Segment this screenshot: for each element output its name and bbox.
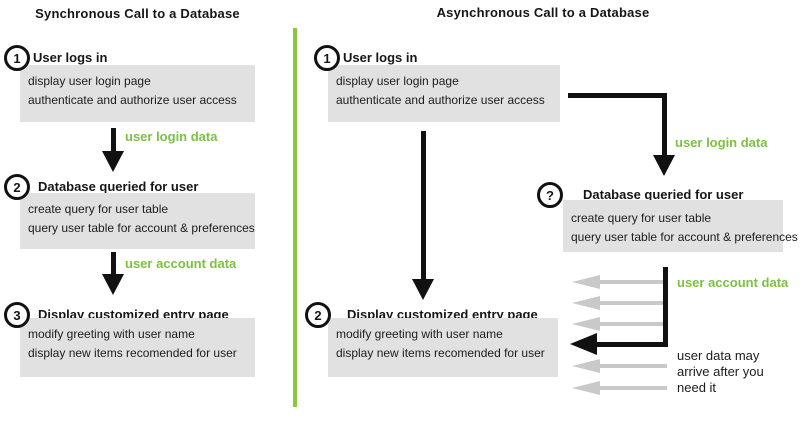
- left-step3-number: 3: [13, 307, 21, 323]
- right-step1-box: display user login page authenticate and…: [328, 65, 560, 122]
- right-step2-number: 2: [314, 307, 322, 323]
- left-step1-circle: 1: [4, 45, 30, 71]
- right-column-title: Asynchronous Call to a Database: [436, 5, 650, 20]
- long-down-arrow-icon: [421, 131, 426, 279]
- box-text-line: create query for user table: [28, 202, 169, 216]
- down-arrowhead-icon: [102, 151, 124, 172]
- box-text-line: modify greeting with user name: [28, 327, 195, 341]
- async-note: user data may arrive after you need it: [677, 348, 764, 396]
- right-step1-number: 1: [323, 50, 331, 66]
- left-step1-number: 1: [13, 50, 21, 66]
- note-line: need it: [677, 380, 717, 395]
- gray-left-arrow-icon: [572, 275, 667, 289]
- elbow-arrow-horizontal-icon: [568, 93, 667, 98]
- right-step1-label: User logs in: [343, 50, 418, 65]
- right-step-query-circle: ?: [537, 182, 563, 208]
- down-arrowhead-icon: [653, 155, 675, 176]
- box-text-line: modify greeting with user name: [336, 327, 503, 341]
- left-step2-circle: 2: [4, 174, 30, 200]
- box-text-line: display user login page: [336, 74, 459, 88]
- down-arrowhead-icon: [102, 274, 124, 295]
- box-text-line: display user login page: [28, 74, 151, 88]
- gray-left-arrow-icon: [572, 381, 667, 395]
- gray-left-arrow-icon: [572, 296, 667, 310]
- gray-left-arrow-icon: [572, 359, 667, 373]
- box-text-line: query user table for account & preferenc…: [28, 221, 255, 235]
- left-account-data-label: user account data: [125, 256, 237, 271]
- right-step-query-mark: ?: [546, 187, 554, 203]
- left-step2-box: create query for user table query user t…: [20, 193, 255, 249]
- right-step-query-box: create query for user table query user t…: [563, 200, 798, 252]
- left-login-data-label: user login data: [125, 129, 218, 144]
- elbow-arrow-horizontal-icon: [596, 342, 668, 347]
- left-column-title: Synchronous Call to a Database: [35, 6, 240, 21]
- left-step3-box: modify greeting with user name display n…: [20, 318, 255, 377]
- right-step2-box: modify greeting with user name display n…: [328, 318, 558, 377]
- note-line: arrive after you: [677, 364, 764, 379]
- gray-left-arrow-icon: [572, 317, 667, 331]
- divider-line: [293, 28, 297, 407]
- left-step2-number: 2: [13, 179, 21, 195]
- down-arrowhead-icon: [412, 279, 434, 300]
- right-account-data-label: user account data: [677, 275, 789, 290]
- right-step-query-label: Database queried for user: [583, 187, 744, 202]
- box-text-line: authenticate and authorize user access: [28, 93, 237, 107]
- down-arrow-icon: [111, 252, 116, 276]
- down-arrow-icon: [111, 128, 116, 153]
- box-text-line: display new items recomended for user: [336, 346, 545, 360]
- box-text-line: display new items recomended for user: [28, 346, 237, 360]
- elbow-arrow-vertical-icon: [663, 267, 668, 344]
- right-login-data-label: user login data: [675, 135, 768, 150]
- left-step2-label: Database queried for user: [38, 179, 199, 194]
- note-line: user data may: [677, 348, 760, 363]
- right-step1-circle: 1: [314, 45, 340, 71]
- left-step1-box: display user login page authenticate and…: [20, 65, 255, 122]
- left-step3-circle: 3: [4, 302, 30, 328]
- box-text-line: query user table for account & preferenc…: [571, 230, 798, 244]
- elbow-arrow-vertical-icon: [662, 93, 667, 156]
- box-text-line: authenticate and authorize user access: [336, 93, 545, 107]
- box-text-line: create query for user table: [571, 211, 712, 225]
- left-arrowhead-icon: [570, 333, 597, 355]
- right-step2-circle: 2: [305, 302, 331, 328]
- left-step1-label: User logs in: [33, 50, 108, 65]
